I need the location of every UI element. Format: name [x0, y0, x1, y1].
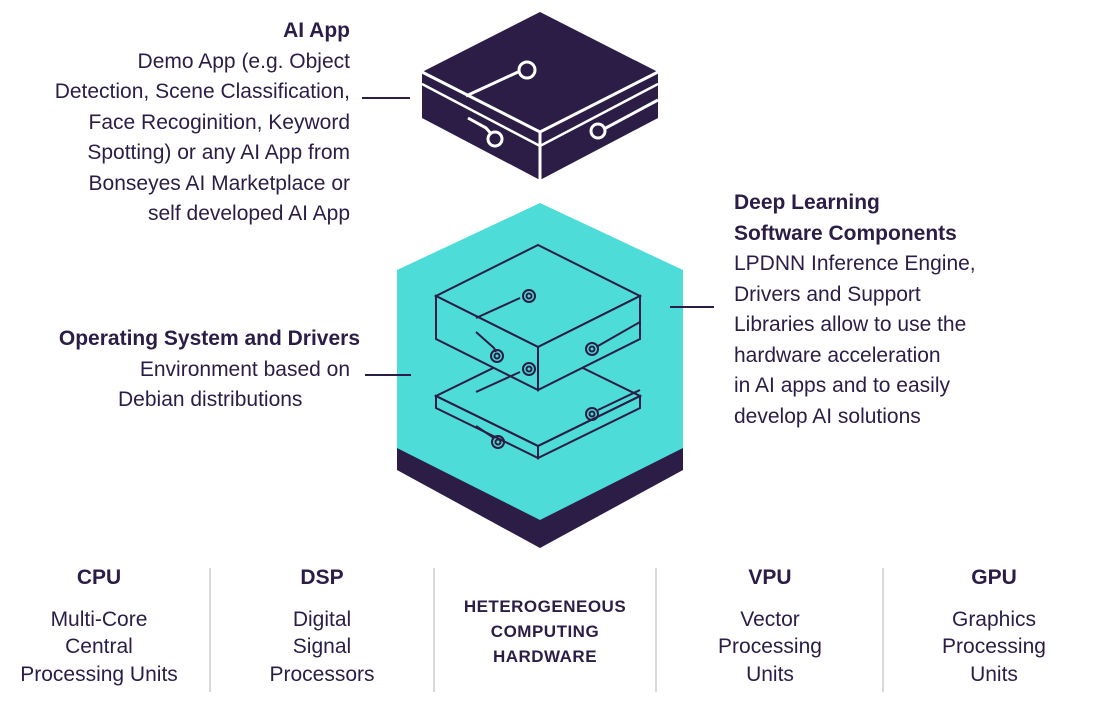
ai-app-line: self developed AI App — [148, 202, 350, 225]
ai-app-title: AI App — [283, 19, 350, 42]
deep-learning-line: Libraries allow to use the — [734, 313, 967, 336]
os-line: Environment based on — [139, 357, 350, 381]
deep-learning-title: Deep Learning — [734, 191, 880, 214]
hw-center-label: HETEROGENEOUS COMPUTING HARDWARE — [440, 594, 650, 669]
connector-os — [365, 374, 411, 376]
deep-learning-line: hardware acceleration — [734, 343, 941, 367]
os-block: Operating System and Drivers Environment… — [20, 324, 360, 416]
hw-line: Signal — [292, 635, 352, 658]
hw-cpu-title: CPU — [76, 566, 122, 589]
deep-learning-line: Drivers and Support — [734, 282, 921, 306]
hw-line: Units — [970, 662, 1018, 686]
hw-gpu: GPU Graphics Processing Units — [894, 564, 1094, 688]
stacked-chips-icon — [433, 243, 643, 460]
hw-center-line: COMPUTING — [490, 622, 600, 641]
deep-learning-block: Deep Learning Software Components LPDNN … — [734, 188, 1094, 432]
deep-learning-line: LPDNN Inference Engine, — [734, 252, 976, 275]
connector-ai-app — [362, 97, 410, 99]
hw-center-line: HARDWARE — [492, 647, 598, 666]
hw-vpu-title: VPU — [748, 566, 792, 589]
hw-line: Vector — [740, 607, 800, 631]
ai-app-line: Face Recoginition, Keyword — [88, 110, 350, 134]
deep-learning-line: in AI apps and to easily — [734, 374, 950, 397]
hw-cpu: CPU Multi-Core Central Processing Units — [6, 564, 192, 688]
deep-learning-line: develop AI solutions — [734, 404, 921, 428]
chip-box-icon — [421, 12, 659, 180]
hw-line: Processing — [942, 635, 1046, 658]
ai-app-line: Detection, Scene Classification, — [54, 80, 350, 103]
ai-app-line: Bonseyes AI Marketplace or — [88, 171, 350, 195]
hw-line: Processing Units — [20, 662, 178, 686]
os-title: Operating System and Drivers — [58, 327, 360, 350]
separator — [433, 568, 435, 692]
hw-dsp-title: DSP — [300, 566, 344, 589]
ai-app-line: Spotting) or any AI App from — [87, 141, 350, 164]
separator — [655, 568, 657, 692]
hw-line: Processors — [269, 662, 375, 686]
hw-center-line: HETEROGENEOUS — [463, 597, 627, 616]
separator — [882, 568, 884, 692]
connector-deep-learning — [670, 306, 714, 308]
separator — [209, 568, 211, 692]
hw-line: Graphics — [951, 607, 1037, 631]
ai-app-line: Demo App (e.g. Object — [137, 49, 350, 73]
ai-app-block: AI App Demo App (e.g. Object Detection, … — [10, 16, 350, 230]
hw-dsp: DSP Digital Signal Processors — [222, 564, 422, 688]
hw-line: Central — [65, 635, 133, 658]
hw-line: Units — [746, 662, 794, 686]
hw-line: Multi-Core — [50, 607, 148, 631]
hw-line: Processing — [718, 635, 822, 658]
hw-gpu-title: GPU — [971, 566, 1017, 589]
hw-vpu: VPU Vector Processing Units — [670, 564, 870, 688]
os-line: Debian distributions — [118, 388, 303, 411]
hw-line: Digital — [292, 607, 352, 631]
deep-learning-title: Software Components — [734, 221, 957, 245]
